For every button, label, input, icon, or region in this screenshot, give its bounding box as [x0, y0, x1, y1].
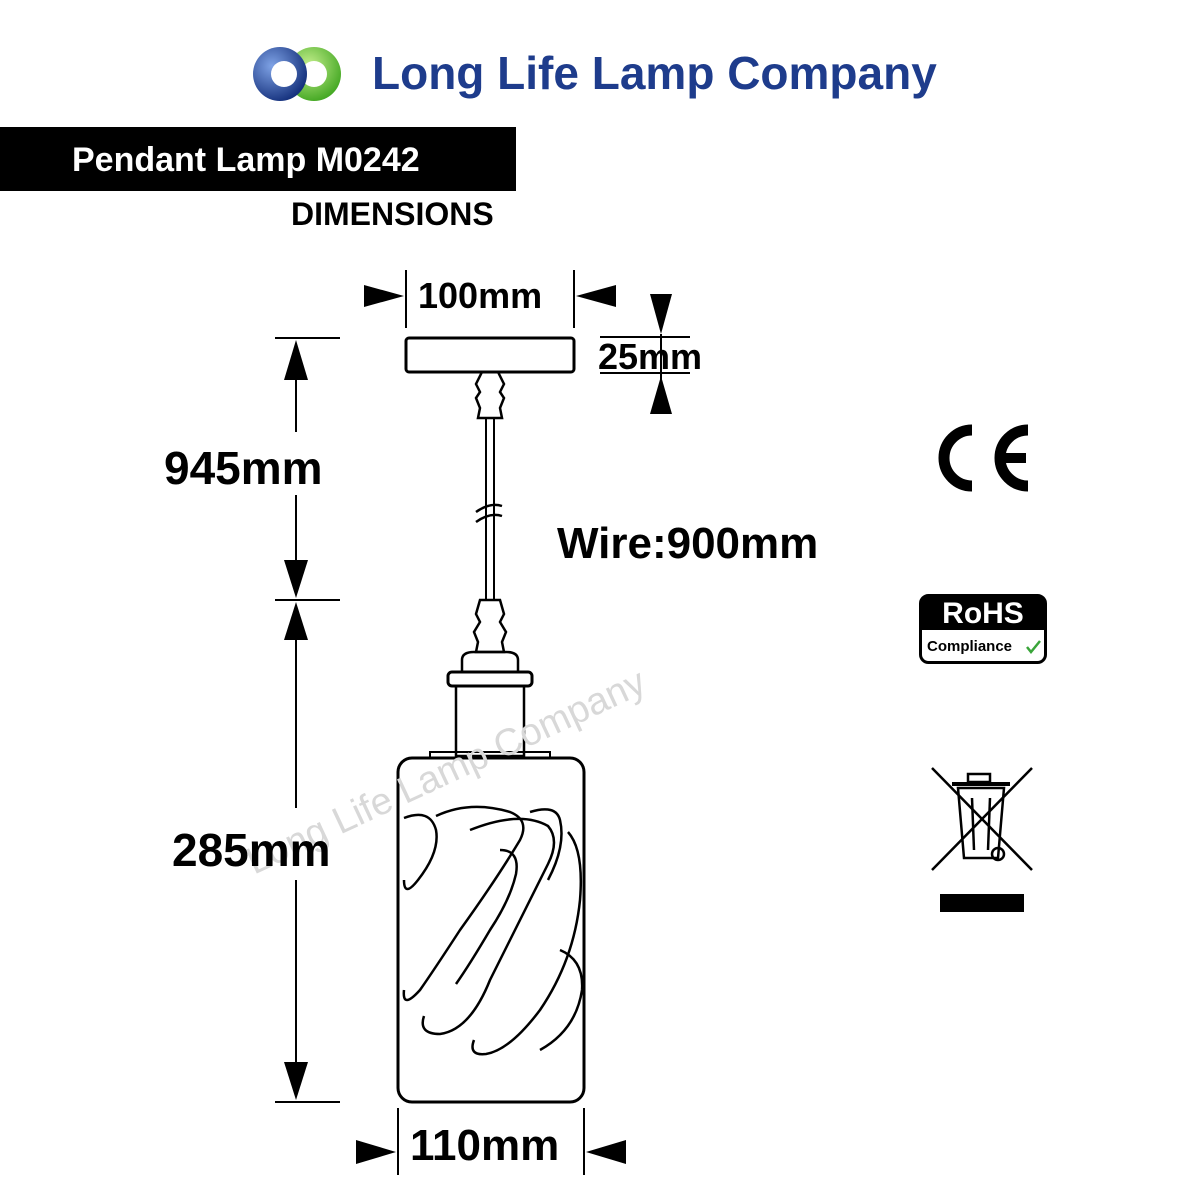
wire-length-label: Wire:900mm [557, 519, 819, 568]
shade-swirl-pattern [402, 805, 584, 1056]
cord-grip-top [474, 370, 506, 420]
shade-height-label: 285mm [172, 824, 331, 876]
arrow-right-icon [364, 285, 404, 307]
product-title: Pendant Lamp M0242 [72, 141, 420, 179]
rohs-badge-icon [919, 594, 1047, 664]
total-height-label: 945mm [164, 442, 323, 494]
arrow-up-icon [284, 602, 308, 640]
arrow-left-icon [586, 1140, 626, 1164]
arrow-left-icon [576, 285, 616, 307]
section-label: DIMENSIONS [291, 196, 494, 232]
glass-shade [396, 756, 586, 1104]
rohs-subtitle: Compliance [927, 638, 1013, 655]
shade-width-label: 110mm [410, 1121, 560, 1170]
cord-grip-bottom [472, 598, 508, 654]
arrow-right-icon [356, 1140, 396, 1164]
company-name: Long Life Lamp Company [372, 47, 937, 99]
title-bar [0, 127, 516, 191]
arrow-up-icon [284, 340, 308, 380]
weee-bin-icon [931, 767, 1033, 912]
ce-mark-icon [938, 424, 1029, 492]
canopy [404, 336, 576, 374]
company-logo-icon [253, 47, 341, 101]
rohs-title: RoHS [942, 597, 1024, 630]
arrow-down-icon [650, 294, 672, 334]
arrow-down-icon [284, 1062, 308, 1100]
lamp-holder [460, 650, 520, 674]
canopy-height-label: 25mm [598, 336, 703, 377]
canopy-width-label: 100mm [418, 275, 543, 316]
arrow-down-icon [284, 560, 308, 598]
